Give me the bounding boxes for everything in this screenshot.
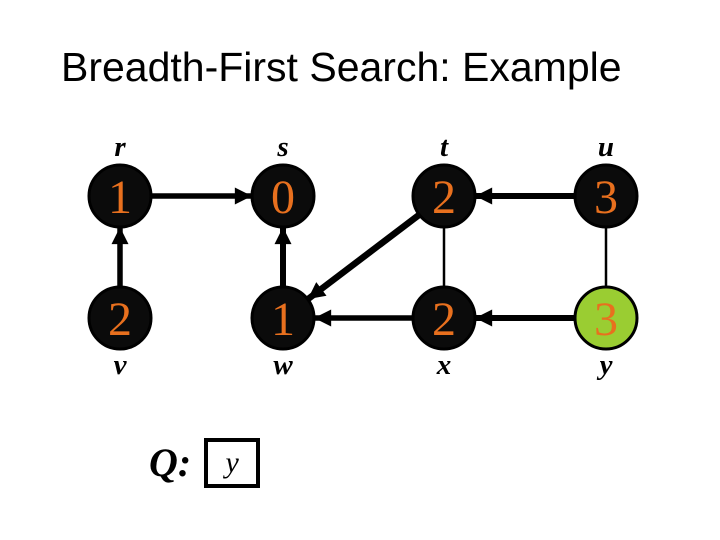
queue-item-box: y bbox=[204, 438, 261, 488]
node-label-r: r bbox=[114, 131, 126, 163]
node-circle-u bbox=[573, 163, 639, 229]
node-distance-w: 1 bbox=[271, 293, 295, 346]
node-distance-v: 2 bbox=[108, 293, 132, 346]
node-distance-r: 1 bbox=[108, 171, 132, 224]
node-distance-y: 3 bbox=[594, 293, 618, 346]
node-distance-x: 2 bbox=[432, 293, 456, 346]
node-label-u: u bbox=[598, 131, 614, 163]
graph-node-r: 1r bbox=[87, 131, 153, 229]
node-distance-u: 3 bbox=[594, 171, 618, 224]
graph-node-u: 3u bbox=[573, 131, 639, 229]
graph-node-w: 1w bbox=[250, 285, 316, 381]
edge-t-w-arrow bbox=[306, 210, 423, 302]
queue-label: Q: bbox=[149, 440, 192, 485]
node-circle-v bbox=[87, 285, 153, 351]
node-circle-w bbox=[250, 285, 316, 351]
node-label-s: s bbox=[276, 131, 288, 163]
graph-node-y: 3y bbox=[573, 285, 639, 381]
graph-node-t: 2t bbox=[411, 131, 477, 229]
queue: Q: y bbox=[149, 438, 261, 488]
node-distance-t: 2 bbox=[432, 171, 456, 224]
node-circle-s bbox=[250, 163, 316, 229]
node-circle-t bbox=[411, 163, 477, 229]
node-circle-r bbox=[87, 163, 153, 229]
queue-items: y bbox=[204, 438, 261, 488]
node-label-w: w bbox=[273, 349, 293, 381]
page-title: Breadth-First Search: Example bbox=[61, 44, 622, 90]
graph-node-v: 2v bbox=[87, 285, 153, 381]
node-circle-x bbox=[411, 285, 477, 351]
node-label-y: y bbox=[597, 349, 613, 381]
node-label-v: v bbox=[114, 349, 128, 381]
graph-node-s: 0s bbox=[250, 131, 316, 229]
node-distance-s: 0 bbox=[271, 171, 295, 224]
graph-node-x: 2x bbox=[411, 285, 477, 381]
node-label-t: t bbox=[440, 131, 449, 163]
node-circle-y-frontier bbox=[573, 285, 639, 351]
node-label-x: x bbox=[436, 349, 452, 381]
